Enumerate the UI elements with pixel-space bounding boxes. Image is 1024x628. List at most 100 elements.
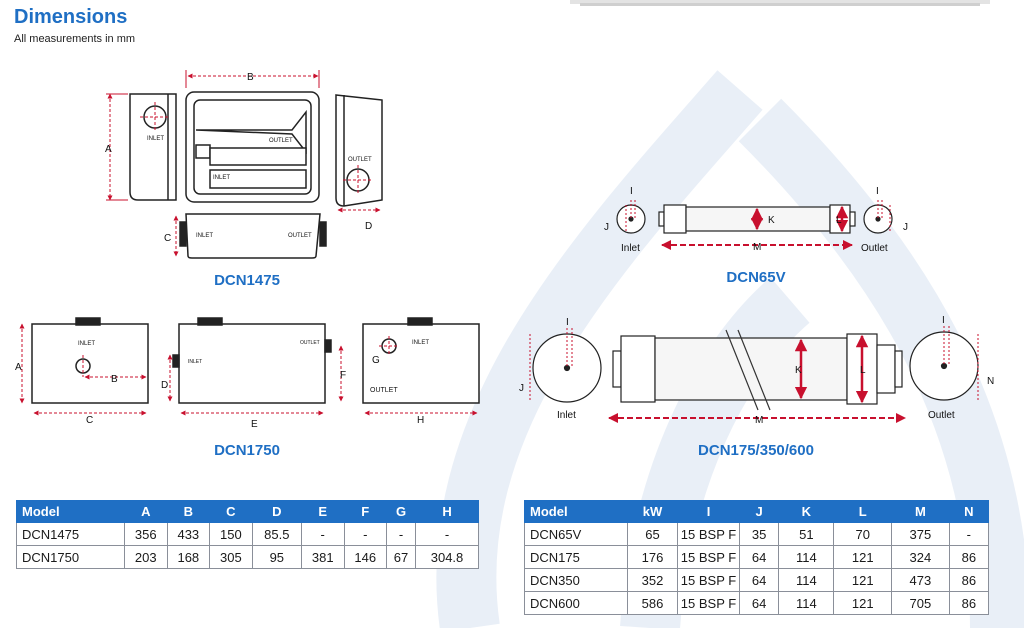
dcn65v-label-l: L [836, 215, 842, 226]
cell: 15 BSP F [677, 522, 740, 546]
dcn65v-dimension-lines [625, 200, 891, 250]
col-n: N [948, 500, 990, 523]
dcn1475-title: DCN1475 [214, 272, 280, 289]
cell: DCN65V [524, 522, 628, 546]
cell: 15 BSP F [677, 591, 740, 615]
cell: 150 [209, 522, 253, 546]
cell: 473 [891, 568, 950, 592]
dcn65v-drawing [616, 204, 893, 234]
dcn65v-inlet: Inlet [621, 243, 640, 254]
dcn65v-title: DCN65V [726, 269, 785, 286]
dcn1750-inlet-c: INLET [412, 340, 429, 346]
col-l: L [833, 500, 893, 523]
cell: - [300, 522, 345, 546]
cell: 67 [386, 545, 417, 569]
cell: 433 [166, 522, 211, 546]
table-header-row: Model kW I J K L M N [524, 500, 990, 523]
dcn175-label-i-left: I [566, 317, 569, 328]
cell: 121 [833, 591, 893, 615]
cell: 86 [948, 591, 990, 615]
dcn65v-label-i-left: I [630, 186, 633, 197]
cell: 114 [778, 568, 835, 592]
col-model: Model [16, 500, 125, 523]
dcn1475-outlet-bottom: OUTLET [288, 233, 312, 239]
cell: DCN1475 [16, 522, 125, 546]
dcn1750-label-h: H [417, 415, 424, 426]
cell: 381 [300, 545, 345, 569]
cell: 64 [738, 591, 780, 615]
page-title: Dimensions [14, 6, 128, 28]
cell: 64 [738, 545, 780, 569]
dcn1475-inlet-bottom: INLET [196, 233, 213, 239]
cell: - [415, 522, 479, 546]
col-m: M [891, 500, 950, 523]
cell: DCN175 [524, 545, 628, 569]
dcn1750-label-g: G [372, 355, 380, 366]
cell: 203 [124, 545, 168, 569]
dcn1475-label-b: B [247, 72, 254, 83]
cell: 51 [778, 522, 835, 546]
dcn1475-outlet-side: OUTLET [348, 157, 372, 163]
dcn65v-label-j-right: J [903, 222, 908, 233]
col-a: A [124, 500, 168, 523]
cell: 95 [251, 545, 302, 569]
table-row: DCN600 586 15 BSP F 64 114 121 705 86 [524, 591, 990, 615]
dcn65v-outlet: Outlet [861, 243, 888, 254]
cell: - [386, 522, 417, 546]
dcn175-title: DCN175/350/600 [698, 442, 814, 459]
dcn175-inlet: Inlet [557, 410, 576, 421]
col-i: I [677, 500, 740, 523]
col-b: B [166, 500, 211, 523]
cell: DCN350 [524, 568, 628, 592]
cell: 85.5 [251, 522, 302, 546]
cell: 375 [891, 522, 950, 546]
cell: 114 [778, 591, 835, 615]
cell: 586 [627, 591, 678, 615]
dcn1475-inlet-front: INLET [213, 175, 230, 181]
dcn1750-title: DCN1750 [214, 442, 280, 459]
cell: 176 [627, 545, 678, 569]
dcn1750-label-b: B [111, 374, 118, 385]
dcn1475-label-d: D [365, 221, 372, 232]
col-f: F [343, 500, 388, 523]
cell: 114 [778, 545, 835, 569]
cell: 356 [124, 522, 168, 546]
cell: 15 BSP F [677, 545, 740, 569]
top-product-strip [570, 0, 990, 6]
cell: 705 [891, 591, 950, 615]
dcn65v-label-i-right: I [876, 186, 879, 197]
cell: 324 [891, 545, 950, 569]
dcn175-dimension-lines [529, 326, 979, 423]
cell: 64 [738, 568, 780, 592]
col-c: C [209, 500, 253, 523]
dcn175-label-l: L [860, 365, 866, 376]
table-dcn65v-600: Model kW I J K L M N DCN65V 65 15 BSP F … [524, 500, 990, 615]
dcn1475-drawing [129, 91, 383, 259]
cell: 304.8 [415, 545, 479, 569]
dcn1475-inlet-side: INLET [147, 136, 164, 142]
cell: 86 [948, 568, 990, 592]
dcn65v-label-m: M [753, 242, 761, 253]
dcn65v-label-j-left: J [604, 222, 609, 233]
dcn175-drawing [532, 329, 979, 411]
cell: - [948, 522, 990, 546]
table-row: DCN1750 203 168 305 95 381 146 67 304.8 [16, 545, 479, 569]
page-subtitle: All measurements in mm [14, 33, 136, 45]
dcn1750-label-c: C [86, 415, 93, 426]
table-row: DCN1475 356 433 150 85.5 - - - - [16, 522, 479, 546]
table-row: DCN175 176 15 BSP F 64 114 121 324 86 [524, 545, 990, 569]
cell: 70 [833, 522, 893, 546]
table-row: DCN65V 65 15 BSP F 35 51 70 375 - [524, 522, 990, 546]
col-k: K [778, 500, 835, 523]
dcn175-label-m: M [755, 415, 763, 426]
dcn1750-label-a: A [15, 362, 22, 373]
dcn65v-label-k: K [768, 215, 775, 226]
dcn175-label-j: J [519, 383, 524, 394]
cell: 352 [627, 568, 678, 592]
col-e: E [300, 500, 345, 523]
dcn1750-dimension-lines [19, 323, 478, 416]
dcn175-label-k: K [795, 365, 802, 376]
dcn1475-dimension-lines [106, 70, 381, 257]
col-d: D [251, 500, 302, 523]
